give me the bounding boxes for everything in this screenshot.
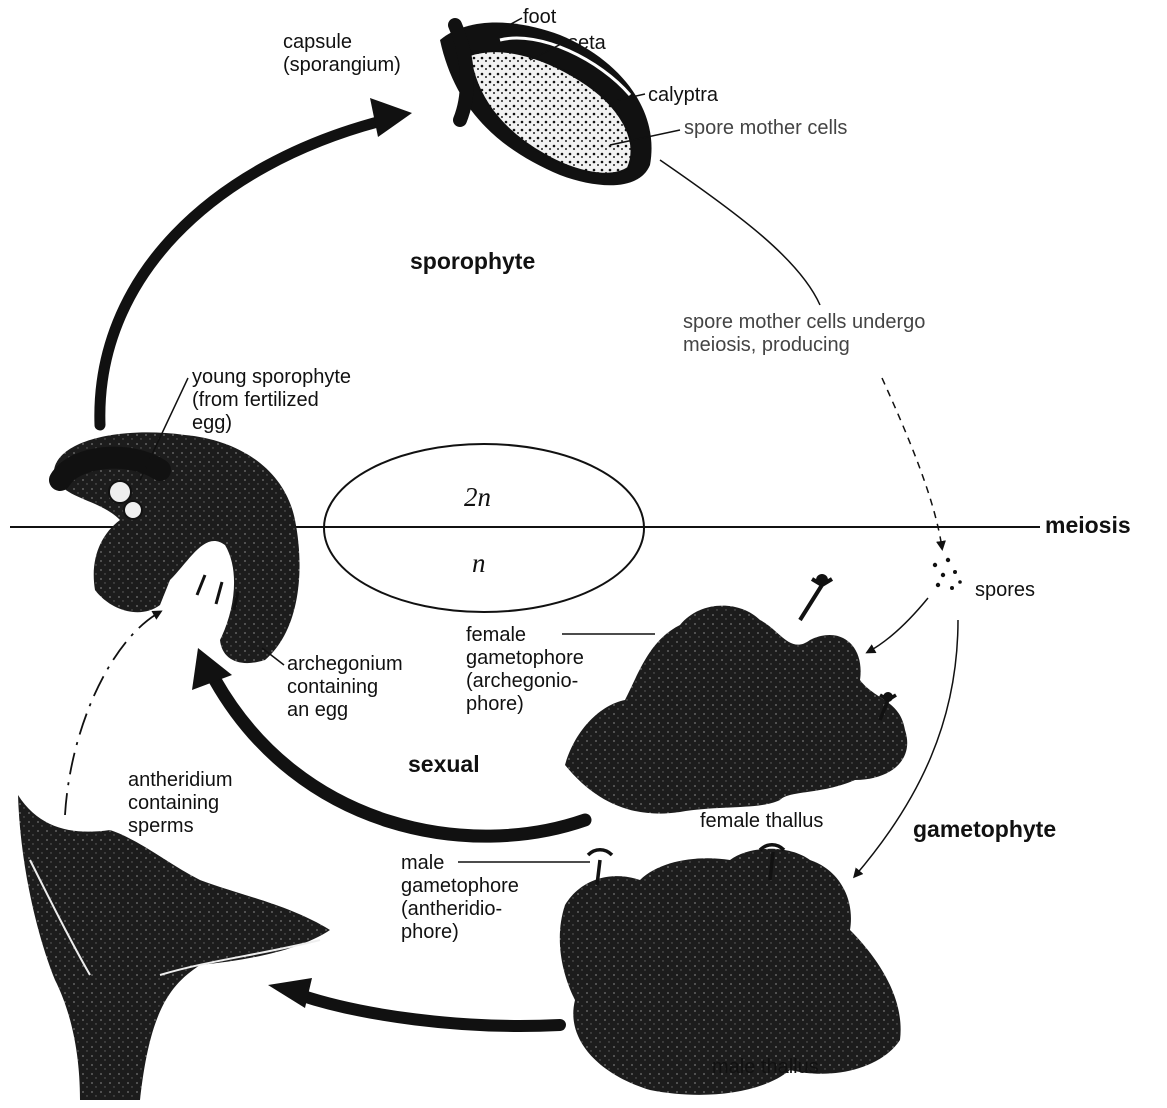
female-thallus-illustration <box>565 574 907 814</box>
label-spores: spores <box>975 579 1035 602</box>
label-sporophyte: sporophyte <box>410 250 535 273</box>
label-male-gametophore: male gametophore (antheridio- phore) <box>401 852 519 944</box>
label-sexual: sexual <box>408 753 480 776</box>
label-capsule: capsule (sporangium) <box>283 31 401 77</box>
label-male-thallus: male thallus <box>712 1056 819 1079</box>
label-female-gametophore-line-3: (archegonio- <box>466 670 584 693</box>
arrowhead-capsule <box>370 98 412 137</box>
archegonial-structure <box>54 432 300 663</box>
arrow-spores-to-female <box>868 598 928 652</box>
label-archegonium-line-1: archegonium <box>287 653 403 676</box>
label-young-sporophyte-line-3: egg) <box>192 412 351 435</box>
label-male-gametophore-line-3: (antheridio- <box>401 898 519 921</box>
label-meiosis: meiosis <box>1045 514 1131 537</box>
label-capsule-line-1: capsule <box>283 31 401 54</box>
label-male-gametophore-line-1: male <box>401 852 519 875</box>
label-foot: foot <box>523 6 556 29</box>
label-antheridium-line-1: antheridium <box>128 769 233 792</box>
label-archegonium-line-2: containing <box>287 676 403 699</box>
label-female-gametophore-line-1: female <box>466 624 584 647</box>
label-meiosis-note-line-1: spore mother cells undergo <box>683 311 925 334</box>
arrow-to-antheridium <box>300 995 560 1026</box>
label-antheridium-line-2: containing <box>128 792 233 815</box>
label-spore-mother-cells: spore mother cells <box>684 117 847 140</box>
spores-cluster <box>933 558 962 590</box>
label-female-gametophore-line-2: gametophore <box>466 647 584 670</box>
label-female-thallus: female thallus <box>700 810 823 833</box>
label-n: n <box>472 552 486 575</box>
label-antheridium: antheridium containing sperms <box>128 769 233 838</box>
label-gametophyte: gametophyte <box>913 818 1056 841</box>
label-female-gametophore-line-4: phore) <box>466 693 584 716</box>
label-2n: 2n <box>464 486 491 509</box>
dashed-arrow-to-spores <box>882 378 942 548</box>
label-capsule-line-2: (sporangium) <box>283 54 401 77</box>
label-archegonium-line-3: an egg <box>287 699 403 722</box>
label-meiosis-note-line-2: meiosis, producing <box>683 334 925 357</box>
antheridium-illustration <box>18 795 330 1100</box>
line-capsule-to-meiosis <box>660 160 820 305</box>
capsule-illustration <box>440 23 652 186</box>
label-female-gametophore: female gametophore (archegonio- phore) <box>466 624 584 716</box>
label-meiosis-note: spore mother cells undergo meiosis, prod… <box>683 311 925 357</box>
label-young-sporophyte-line-2: (from fertilized <box>192 389 351 412</box>
label-antheridium-line-3: sperms <box>128 815 233 838</box>
label-archegonium: archegonium containing an egg <box>287 653 403 722</box>
label-male-gametophore-line-2: gametophore <box>401 875 519 898</box>
label-calyptra: calyptra <box>648 84 718 107</box>
label-male-gametophore-line-4: phore) <box>401 921 519 944</box>
label-young-sporophyte-line-1: young sporophyte <box>192 366 351 389</box>
label-seta: seta <box>568 32 606 55</box>
arrowhead-antheridium <box>268 978 312 1008</box>
label-young-sporophyte: young sporophyte (from fertilized egg) <box>192 366 351 435</box>
